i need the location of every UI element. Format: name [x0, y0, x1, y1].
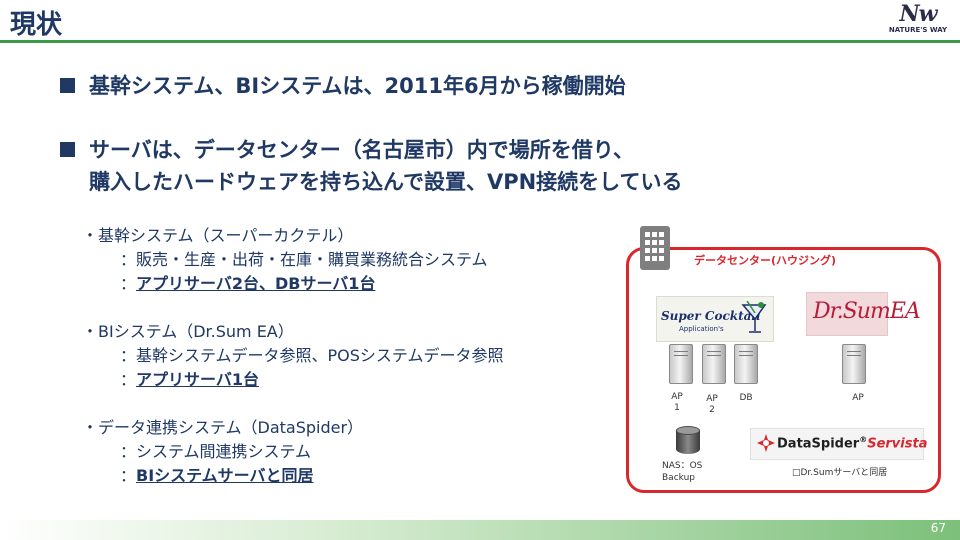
bullet-text-continued: 購入したハードウェアを持ち込んで設置、VPN接続をしている [89, 170, 683, 194]
server-prefix: ： [120, 466, 137, 485]
system-heading: ・基幹システム（スーパーカクテル） [82, 226, 354, 245]
slide-title: 現状 [10, 10, 63, 40]
server-count: BIシステムサーバと同居 [136, 466, 314, 485]
logo-wordmark: NATURE'S WAY [888, 26, 948, 34]
server-count: アプリサーバ2台、DBサーバ1台 [136, 274, 376, 293]
system-detail: ：販売・生産・出荷・在庫・購買業務統合システム [120, 250, 488, 269]
system-servers: ：アプリサーバ1台 [82, 368, 503, 392]
nas-label-line: NAS：OS [662, 461, 703, 471]
server-label-ap2: AP 2 [706, 394, 718, 415]
super-cocktail-subtext: Application's [679, 325, 724, 333]
dataspider-note: □Dr.Sumサーバと同居 [792, 468, 888, 478]
server-icon [734, 344, 758, 384]
datacenter-title: データセンター(ハウジング) [694, 254, 837, 267]
server-icon [842, 344, 866, 384]
building-icon [640, 226, 670, 270]
page-number: 67 [930, 521, 946, 535]
company-logo: Nw NATURE'S WAY [886, 2, 950, 40]
nas-label: NAS：OS Backup [662, 460, 702, 484]
bullet-text: サーバは、データセンター（名古屋市）内で場所を借り、 [89, 138, 634, 162]
server-label-db: DB [739, 393, 753, 403]
drsum-logo: Dr.SumEA [806, 292, 921, 336]
server-prefix: ： [120, 274, 137, 293]
server-count: アプリサーバ1台 [136, 370, 259, 389]
system-detail: ：基幹システムデータ参照、POSシステムデータ参照 [120, 346, 504, 365]
system-list: ・基幹システム（スーパーカクテル） ：販売・生産・出荷・在庫・購買業務統合システ… [82, 224, 503, 488]
server-icon [669, 344, 693, 384]
server-label-ap1: AP 1 [671, 392, 683, 413]
server-icon [702, 344, 726, 384]
system-servers: ：BIシステムサーバと同居 [82, 464, 503, 488]
super-cocktail-wordmark: Super Cocktail [661, 309, 761, 323]
server-prefix: ： [120, 370, 137, 389]
logo-mark: Nw [899, 1, 937, 27]
system-servers: ：アプリサーバ2台、DBサーバ1台 [82, 272, 503, 296]
drsum-wordmark: Dr.SumEA [813, 299, 921, 324]
bullet-square-icon [60, 78, 75, 93]
system-heading: ・データ連携システム（DataSpider） [82, 418, 364, 437]
bullet-operation-start: 基幹システム、BIシステムは、2011年6月から稼働開始 [60, 70, 626, 102]
bullet-square-icon [60, 142, 75, 157]
dataspider-logo: DataSpider®Servista [750, 428, 928, 460]
system-heading: ・BIシステム（Dr.Sum EA） [82, 322, 294, 341]
nas-label-line: Backup [662, 473, 695, 483]
bullet-text: 基幹システム、BIシステムは、2011年6月から稼働開始 [89, 74, 626, 98]
title-divider [0, 40, 960, 43]
spider-icon [757, 434, 775, 452]
bullet-datacenter: サーバは、データセンター（名古屋市）内で場所を借り、 購入したハードウェアを持ち… [60, 134, 683, 198]
cocktail-glass-icon [741, 301, 767, 333]
footer-bar [0, 520, 960, 540]
system-detail: ：システム間連携システム [120, 442, 312, 461]
super-cocktail-logo: Super Cocktail Application's [656, 296, 774, 342]
dataspider-wordmark: DataSpider®Servista [777, 435, 928, 452]
server-label-ap: AP [852, 393, 864, 403]
nas-storage-icon [676, 426, 700, 456]
